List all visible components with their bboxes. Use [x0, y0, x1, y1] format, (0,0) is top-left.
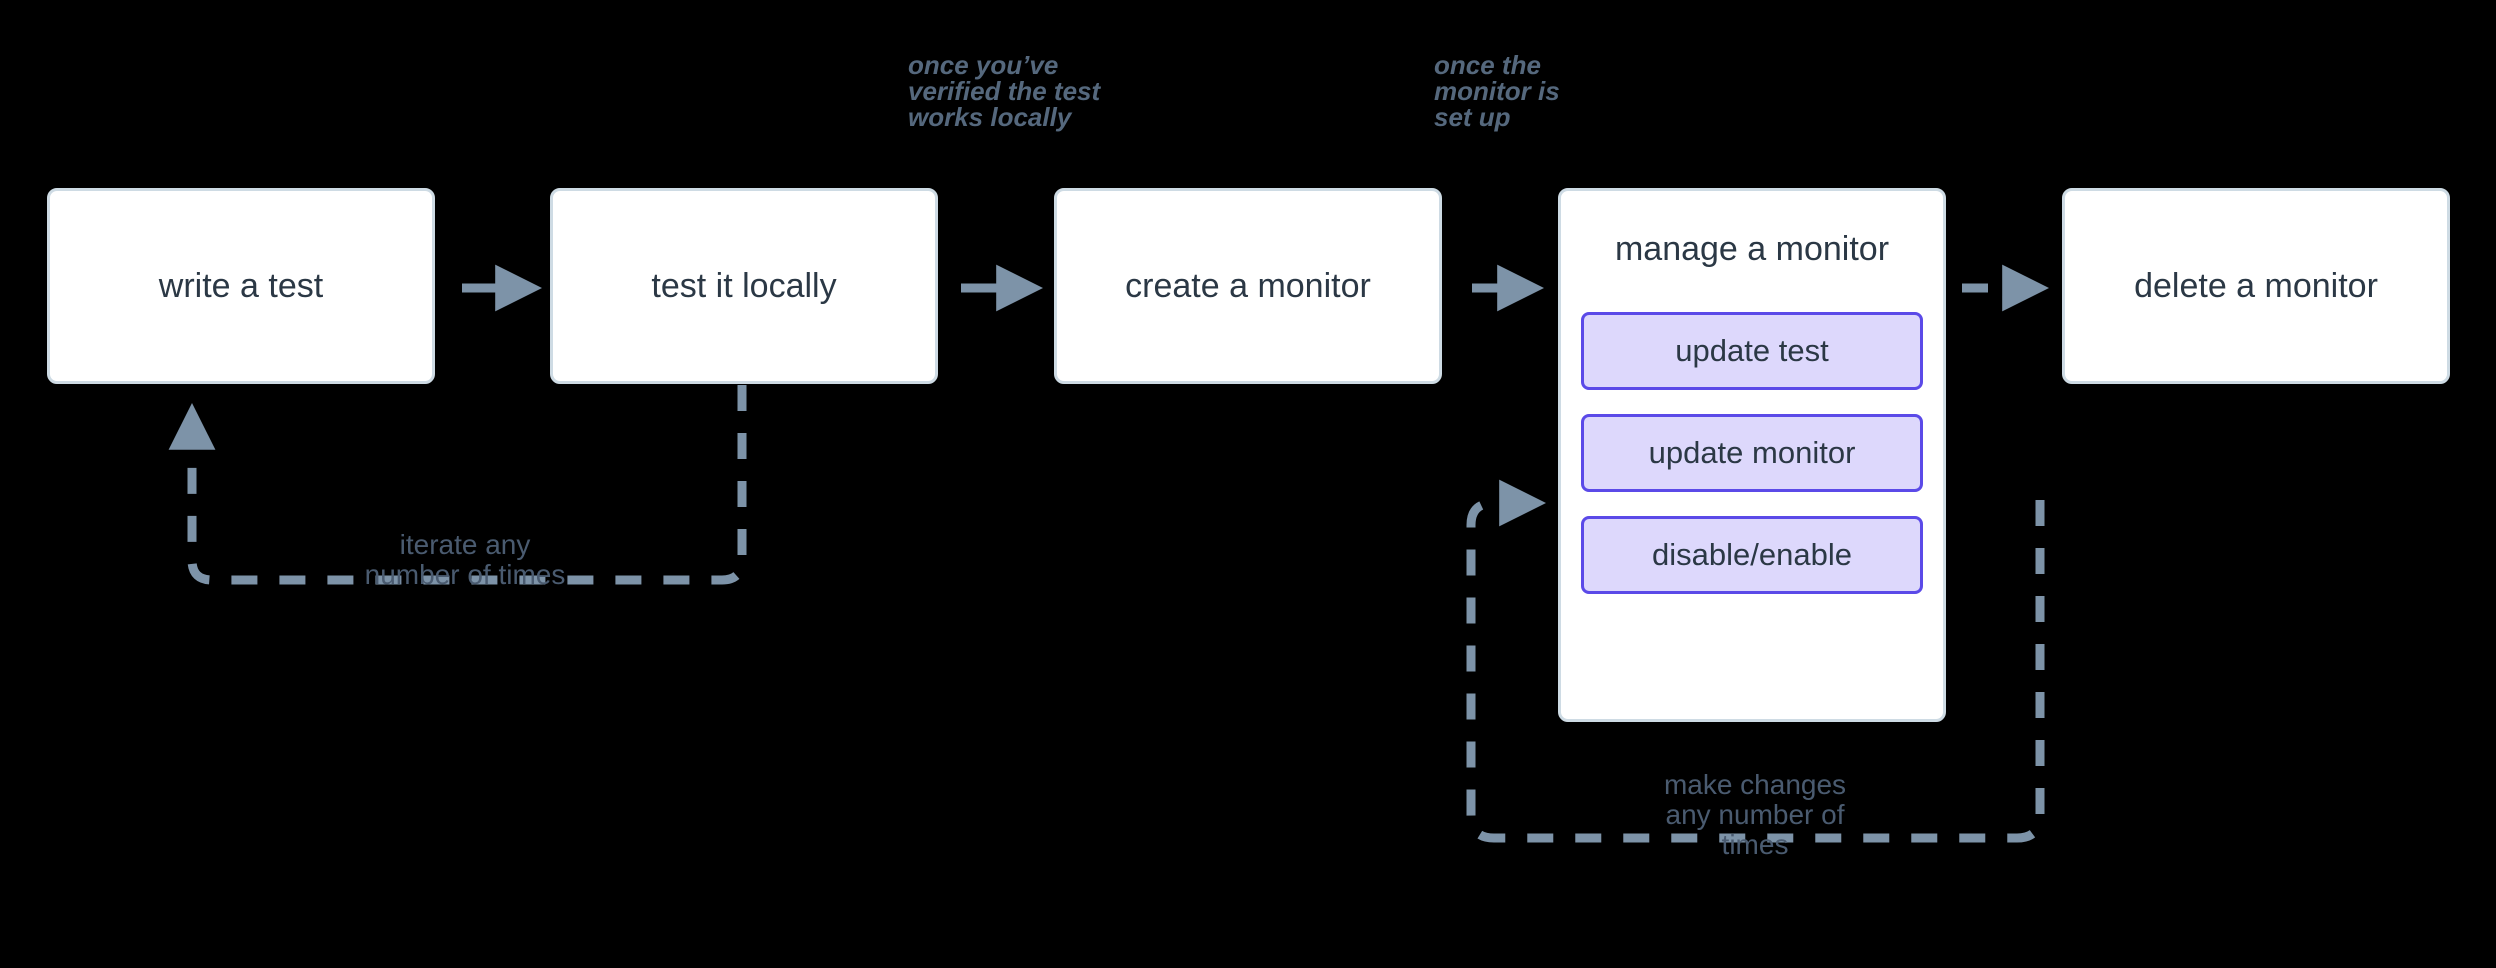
annotation-verified-the-test: once you’ve verified the test works loca… — [908, 50, 1101, 132]
subnode-label: disable/enable — [1652, 536, 1852, 572]
subnode-update-monitor[interactable]: update monitor — [1581, 413, 1923, 492]
edge-label-iterate-any-number-of-times: iterate any number of times — [364, 529, 566, 591]
subnode-label: update monitor — [1648, 434, 1856, 470]
node-manage-a-monitor[interactable]: manage a monitor update test update moni… — [1558, 188, 1946, 722]
subnode-disable-enable[interactable]: disable/enable — [1581, 515, 1923, 594]
node-create-a-monitor[interactable]: create a monitor — [1054, 188, 1442, 384]
node-label: test it locally — [651, 266, 837, 305]
node-test-it-locally[interactable]: test it locally — [550, 188, 938, 384]
edge-label-make-changes-any-number-of-times: make changes any number of times — [1663, 769, 1847, 861]
node-delete-a-monitor[interactable]: delete a monitor — [2062, 188, 2450, 384]
node-label: manage a monitor — [1614, 230, 1890, 268]
subnode-update-test[interactable]: update test — [1581, 311, 1923, 390]
node-label: create a monitor — [1125, 266, 1371, 305]
node-write-a-test[interactable]: write a test — [47, 188, 435, 384]
node-label: write a test — [158, 266, 324, 305]
node-label: delete a monitor — [2134, 266, 2378, 305]
subnode-label: update test — [1675, 332, 1829, 368]
annotation-monitor-is-set-up: once the monitor is set up — [1434, 50, 1560, 132]
